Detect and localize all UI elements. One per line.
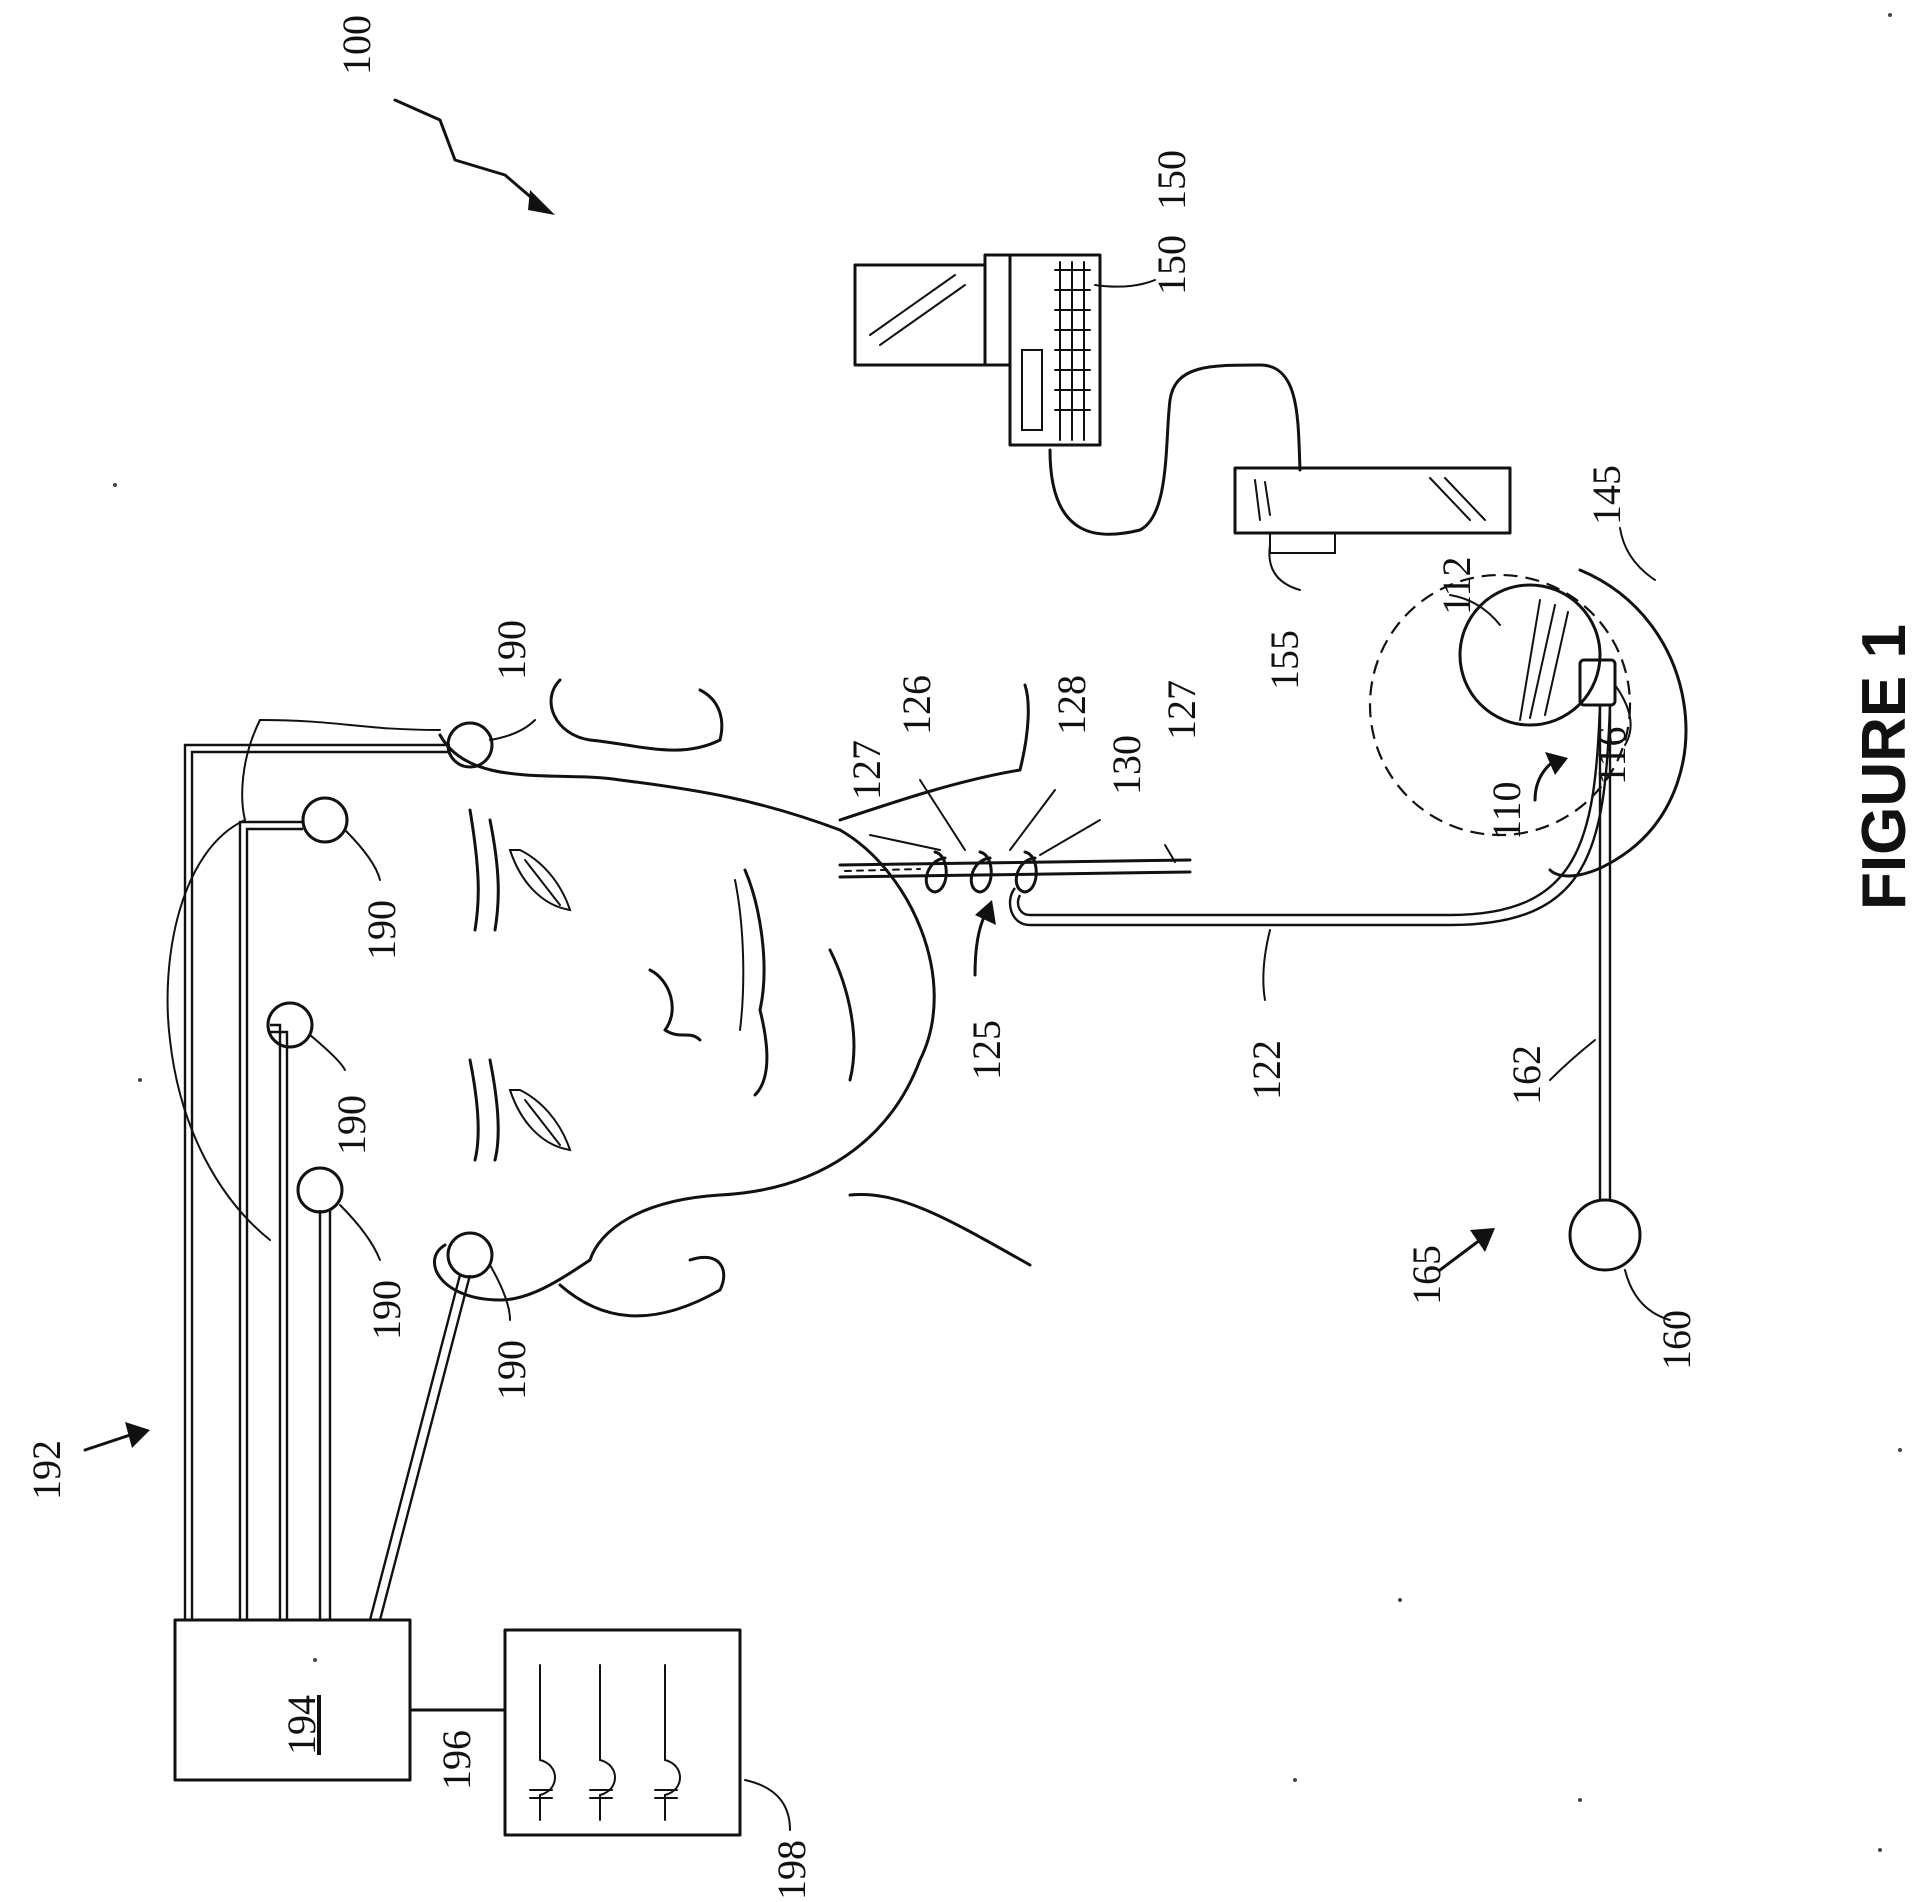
label-196: 196 [434,1730,479,1790]
label-155: 155 [1262,630,1307,690]
arrow-192 [85,1422,150,1450]
arrow-110 [1535,752,1568,800]
label-125: 125 [964,1020,1009,1080]
label-162: 162 [1504,1045,1549,1105]
label-192: 192 [24,1440,69,1500]
label-160: 160 [1654,1310,1699,1370]
label-190-4: 190 [364,1280,409,1340]
label-190-2: 190 [359,900,404,960]
eeg-wiring [185,745,470,1620]
leader-122 [1263,930,1270,1000]
eeg-electrodes [268,723,492,1277]
label-190-5: 190 [489,1340,534,1400]
helical-electrodes [926,852,1036,892]
label-127-b: 127 [1159,680,1204,740]
label-194: 194 [279,1695,324,1755]
label-112: 112 [1434,556,1479,615]
label-130: 130 [1104,735,1149,795]
computer-illustration [855,255,1100,445]
vagus-nerve [840,860,1190,877]
label-127-a: 127 [844,740,889,800]
leader-190-1 [490,720,535,740]
label-165: 165 [1404,1245,1449,1305]
leader-198 [745,1780,790,1830]
leader-150 [1095,280,1155,287]
label-126: 126 [894,675,939,735]
arrow-125 [975,900,996,975]
label-198: 198 [769,1840,814,1900]
sensor-160 [1570,1200,1640,1270]
leader-127-a [870,835,940,850]
label-150-upper: 150 [1149,150,1194,210]
label-150-lower: 150 [1149,235,1194,295]
label-100: 100 [334,15,379,75]
label-122: 122 [1244,1040,1289,1100]
leader-128 [1010,790,1055,850]
leader-190-4 [340,1205,380,1260]
leader-126 [920,780,965,850]
leader-155 [1269,545,1300,590]
leader-190-3 [310,1035,345,1070]
leader-162 [1550,1040,1595,1080]
system-arrow-100 [395,100,555,215]
ring-145-outer [1550,570,1686,876]
label-145: 145 [1584,465,1629,525]
eeg-recorder-198 [505,1630,740,1835]
leader-145 [1620,528,1655,580]
face-features [470,810,854,1160]
label-128: 128 [1049,675,1094,735]
generator-shading [1520,600,1568,720]
leader-190-5 [490,1265,510,1320]
leader-130 [1040,820,1100,855]
figure-caption: FIGURE 1 [1850,624,1919,910]
label-110: 110 [1484,781,1529,840]
leader-190-2 [345,830,380,880]
label-190-1: 190 [489,620,534,680]
patient-head [168,680,1030,1316]
programming-wand [1235,468,1510,553]
label-190-3: 190 [329,1095,374,1155]
